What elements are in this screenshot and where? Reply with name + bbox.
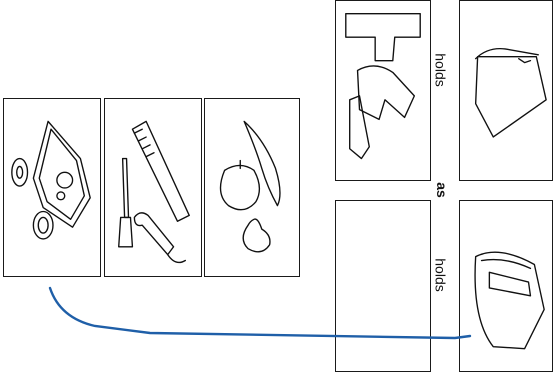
connector-line (0, 0, 553, 379)
